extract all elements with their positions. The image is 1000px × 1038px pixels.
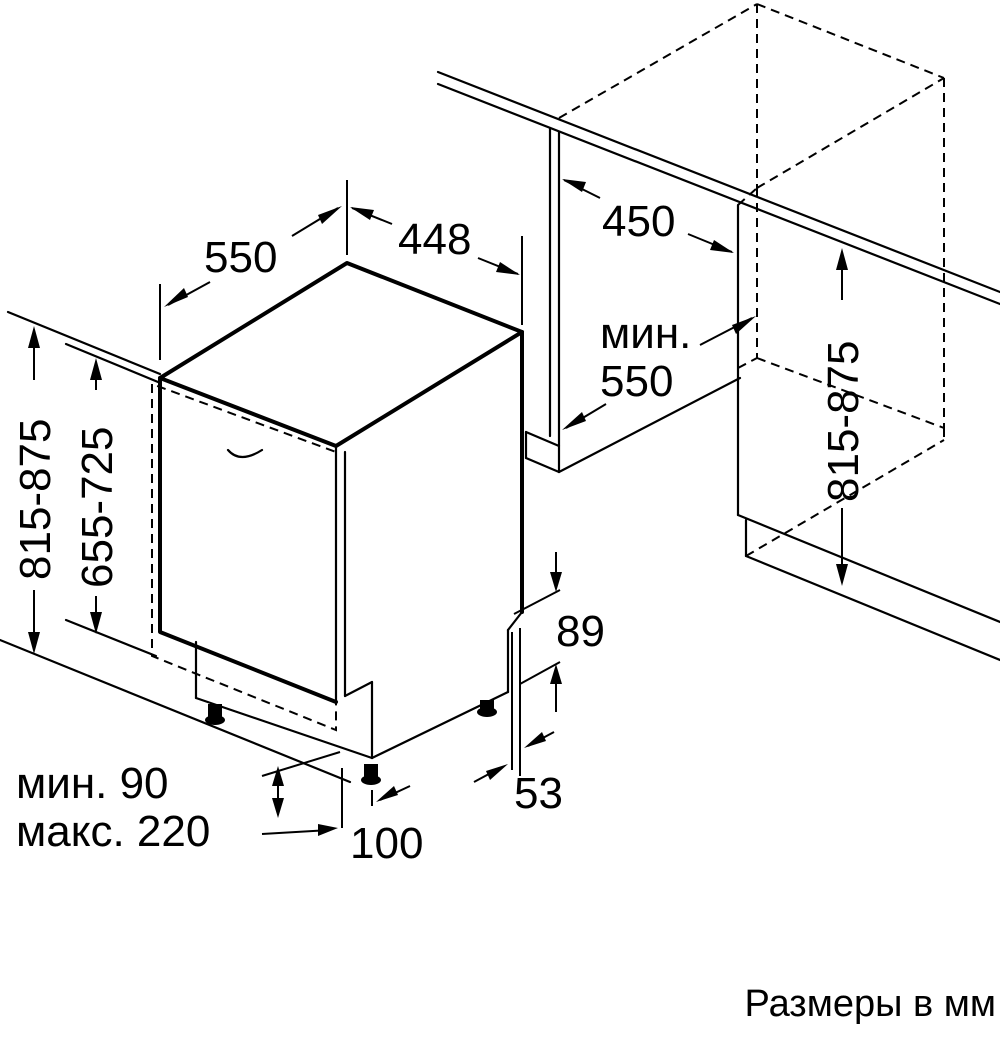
label-height-815-875-left: 815-875 [11,419,60,580]
label-offset-53: 53 [514,769,563,818]
dim-plinth-89 [511,552,562,776]
label-depth-550: 550 [204,233,277,282]
label-niche-min: мин. [600,309,691,358]
niche-right-cabinet [736,203,1000,662]
countertop-lines [436,70,1000,306]
label-width-448: 448 [398,215,471,264]
label-height-655-725: 655-725 [73,427,122,588]
dim-height-815-875-right [836,248,848,586]
adjustable-feet [205,700,497,785]
dim-foot-100 [261,768,411,836]
niche-dashed-outline [558,3,945,557]
caption-units: Размеры в мм [745,983,996,1025]
dim-niche-450 [562,179,734,253]
label-plinth-max: макс. 220 [16,807,210,856]
dim-width-448 [346,180,523,325]
dishwasher-body [158,261,524,760]
dim-niche-min-550 [562,316,756,430]
label-niche-min-550: 550 [600,357,673,406]
dim-height-655-725 [90,358,102,634]
dim-depth-550 [159,206,342,360]
floor-lines [0,310,352,784]
label-plinth-89: 89 [556,607,605,656]
dim-offset-53 [473,731,555,783]
label-niche-450: 450 [602,197,675,246]
label-plinth-min: мин. 90 [16,759,169,808]
niche-left-cabinet [524,126,742,474]
door-handle [226,448,264,459]
label-foot-100: 100 [350,819,423,868]
dim-height-815-875-left [28,326,40,654]
label-height-815-875-right: 815-875 [819,341,868,502]
dim-plinth-height [261,751,341,818]
door-panel-dashed [151,383,337,732]
